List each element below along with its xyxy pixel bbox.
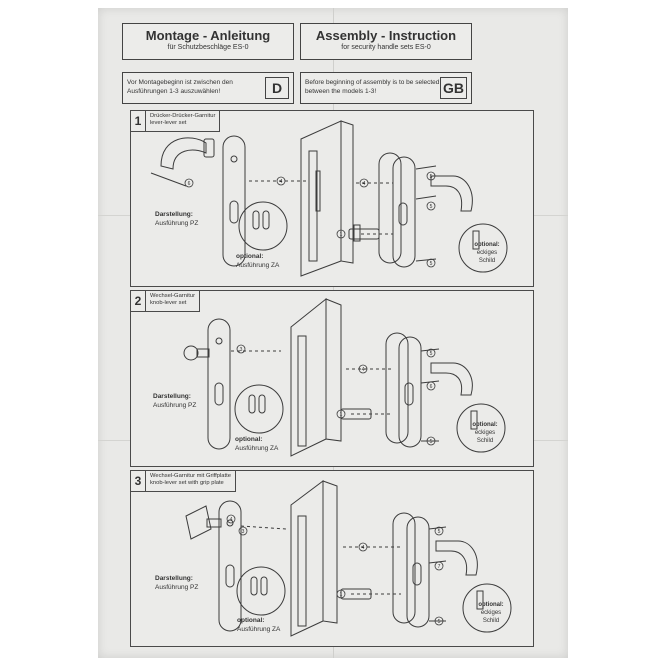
lever-lever-exploded-diagram: 6 4 4 1 5 5 5 [150,120,508,277]
header-title-box-de: Montage - Anleitung für Schutzbeschläge … [122,23,294,60]
panel-number: 2 [131,291,146,311]
panel-label-en: knob-lever set with grip plate [150,480,224,486]
optional-value: Ausführung ZA [235,445,279,452]
note-box-gb: Before beginning of assembly is to be se… [300,72,472,104]
title-gb: Assembly - Instruction [315,28,457,43]
callout-5: 5 [430,174,433,180]
darstellung-value: Ausführung PZ [155,584,199,591]
callout-5: 5 [438,529,441,535]
callout-4: 4 [363,181,366,187]
darstellung-value: Ausführung PZ [153,402,197,409]
panel-label-de: Drücker-Drücker-Garnitur [150,113,216,119]
note-gb: Before beginning of assembly is to be se… [305,79,440,95]
optional-right-label: optional: [478,602,504,608]
title-de: Montage - Anleitung [145,28,271,43]
optional-value: Ausführung ZA [236,262,280,269]
knob-lever-exploded-diagram: 3 4 1 5 6 5 [183,297,506,457]
subtitle-gb: for security handle sets ES-0 [341,44,431,51]
callout-5: 5 [430,204,433,210]
callout-4: 4 [280,179,283,185]
callout-3: 3 [242,529,245,535]
callout-7: 7 [438,564,441,570]
grip-plate-exploded-diagram: 4 3 4 1 5 7 5 [185,480,512,637]
darstellung-label: Darstellung: [155,575,193,582]
optional-right-label: optional: [474,242,500,248]
note-de: Vor Montagebeginn ist zwischen den Ausfü… [127,79,233,95]
panel-label-en: lever-lever set [150,120,187,126]
callout-5: 5 [430,439,433,445]
subtitle-de: für Schutzbeschläge ES-0 [167,44,249,51]
panel-label-de: Wechsel-Garnitur [150,293,195,299]
callout-1: 1 [340,412,343,418]
optional-right-label: optional: [472,422,498,428]
panel-label-en: knob-lever set [150,300,187,306]
header-title-box-gb: Assembly - Instruction for security hand… [300,23,472,60]
panel-number: 1 [131,111,146,131]
darstellung-value: Ausführung PZ [155,220,199,227]
darstellung-label: Darstellung: [155,211,193,218]
optional-right-value: eckiges Schild [474,430,496,444]
callout-4: 4 [230,517,233,523]
callout-4: 4 [362,367,365,373]
callout-6: 6 [430,384,433,390]
optional-right-value: eckiges Schild [476,250,498,264]
callout-5: 5 [430,261,433,267]
panel-label-de: Wechsel-Garnitur mit Griffplatte [150,473,231,479]
callout-5: 5 [438,619,441,625]
panel-lever-lever-set: 6 4 4 1 5 5 5 1 Drücker-Drücker-Garnitur… [130,110,534,287]
callout-1: 1 [340,592,343,598]
language-badge-gb: GB [440,77,467,99]
optional-label: optional: [237,617,265,624]
callout-5: 5 [430,351,433,357]
language-badge-de: D [265,77,289,99]
callout-4: 4 [362,545,365,551]
darstellung-label: Darstellung: [153,393,191,400]
optional-label: optional: [236,253,264,260]
optional-value: Ausführung ZA [237,626,281,633]
note-box-de: Vor Montagebeginn ist zwischen den Ausfü… [122,72,294,104]
callout-6: 6 [188,181,191,187]
optional-right-value: eckiges Schild [480,610,502,624]
panel-knob-lever-grip-plate-set: 4 3 4 1 5 7 5 3 Wechsel-Garnitur mit Gri… [130,470,534,647]
callout-3: 3 [240,347,243,353]
panel-number: 3 [131,471,146,491]
callout-1: 1 [340,232,343,238]
optional-label: optional: [235,436,263,443]
